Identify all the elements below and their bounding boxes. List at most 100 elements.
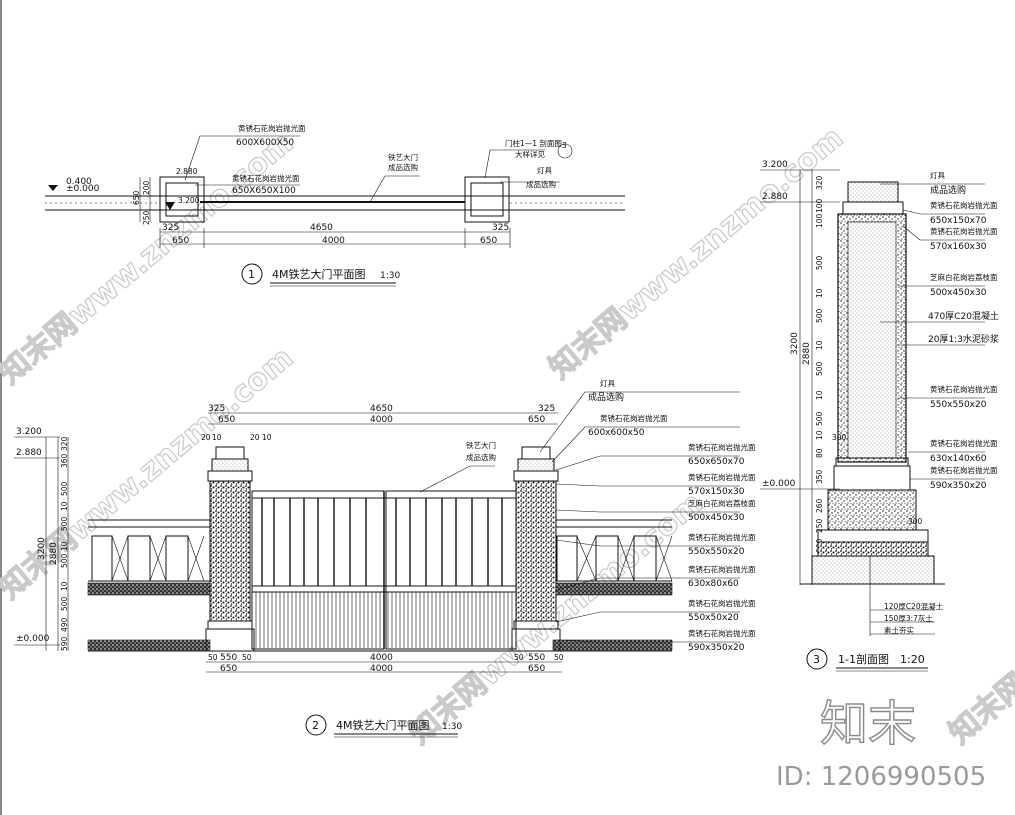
- elev-dim: 500: [60, 516, 69, 531]
- plan-dim: 650: [480, 236, 497, 246]
- plan-level: 2.880: [176, 167, 198, 176]
- plan-dim: 250: [142, 210, 151, 225]
- elev-callout: 芝麻白花岗岩荔枝面: [688, 498, 756, 508]
- elev-dim: 325: [538, 404, 555, 414]
- section-title-scale: 1:20: [900, 653, 925, 666]
- elev-level: 3.200: [16, 427, 42, 437]
- section-dim: 500: [815, 361, 824, 376]
- plan-callout: 大样详见: [515, 149, 545, 159]
- elev-callout: 成品选购: [588, 391, 624, 403]
- section-title: 1-1剖面图: [838, 652, 889, 666]
- elev-callout: 590x350x20: [688, 643, 745, 653]
- section-dim: 320: [815, 175, 824, 190]
- section-dim: 300: [832, 433, 847, 442]
- elev-leader: [555, 539, 740, 547]
- section-leader: [902, 225, 985, 241]
- section-dim: 10: [815, 390, 824, 400]
- elev-dim: 50: [208, 653, 218, 662]
- section-marker: 3: [562, 141, 567, 150]
- elev-callout: 600x600x50: [588, 428, 645, 438]
- section-level: ±0.000: [762, 479, 796, 489]
- elev-dim: 650: [220, 664, 237, 674]
- elev-dim: 50: [242, 653, 252, 662]
- watermark-text: 知末网www.znzmo.com: [943, 485, 1015, 751]
- elev-dim: 10: [60, 581, 69, 591]
- plan-callout: 650X650X100: [232, 186, 296, 196]
- elev-dim: 4000: [370, 653, 393, 663]
- section-callout: 成品选购: [930, 184, 966, 196]
- elev-callout: 黄锈石花岗岩抛光面: [688, 532, 756, 542]
- plan-callout: 灯具: [537, 165, 552, 175]
- elev-leader: [555, 611, 740, 623]
- plan-callout: 600X600X50: [236, 138, 294, 148]
- section-callout: 630x140x60: [930, 454, 987, 464]
- elev-title-scale: 1:30: [442, 722, 462, 732]
- plan-callout: 成品选购: [526, 179, 556, 189]
- section-callout: 黄锈石花岗岩抛光面: [930, 200, 998, 210]
- elev-dim: 500: [60, 596, 69, 611]
- plan-callout: 黄锈石花岗岩抛光面: [232, 173, 300, 183]
- elev-dim: 500: [60, 481, 69, 496]
- elev-leader: [555, 639, 740, 643]
- elev-leader: [551, 426, 740, 463]
- plan-callout: 铁艺大门: [388, 152, 418, 162]
- elev-callout: 630x80x60: [688, 579, 739, 589]
- elev-dim: 550: [528, 653, 545, 663]
- elev-callout: 黄锈石花岗岩抛光面: [688, 442, 756, 452]
- elev-callout: 550x550x20: [688, 547, 745, 557]
- section-dim: 100: [815, 213, 824, 228]
- plan-title-scale: 1:30: [380, 271, 400, 281]
- elev-callout: 黄锈石花岗岩抛光面: [688, 564, 756, 574]
- elev-callout: 500x450x30: [688, 513, 745, 523]
- elev-callout: 550x50x20: [688, 613, 739, 623]
- plan-view: 0.400 ±0.000 2.880 3.200 黄锈石花岗岩抛光面 600X6…: [45, 123, 625, 287]
- elev-callout: 灯具: [600, 378, 615, 388]
- section-dim: 260: [815, 498, 824, 513]
- elev-dim: 650: [528, 415, 545, 425]
- elev-level: ±0.000: [16, 634, 50, 644]
- section-callout: 500x450x30: [930, 288, 987, 298]
- elev-dim: 650: [218, 415, 235, 425]
- plan-dim: 200: [142, 180, 151, 195]
- section-callout: 590x350x20: [930, 481, 987, 491]
- section-dim: 300: [908, 517, 923, 526]
- elev-dim: 10: [60, 541, 69, 551]
- section-callout: 灯具: [930, 170, 945, 180]
- elev-title: 4M铁艺大门平面图: [336, 718, 430, 732]
- elev-callout: 黄锈石花岗岩抛光面: [688, 472, 756, 482]
- section-title-number: 3: [813, 653, 820, 666]
- section-dim: 10: [815, 340, 824, 350]
- elev-leader: [555, 455, 740, 471]
- elev-level: 2.880: [16, 448, 42, 458]
- section-note: 120厚C20混凝土: [884, 601, 944, 611]
- plan-callout: 成品选购: [388, 162, 418, 172]
- section-dim: 10: [815, 288, 824, 298]
- brand-logo: 知末: [820, 696, 916, 752]
- plan-dim: 4650: [310, 223, 333, 233]
- elev-dim: 50: [554, 653, 564, 662]
- section-view: 3.200 2.880 ±0.000 3200 2880 32010010050…: [760, 160, 999, 672]
- section-dim: 100: [815, 198, 824, 213]
- section-dim: 80: [815, 448, 824, 458]
- elev-dim: 2880: [49, 542, 59, 565]
- elev-leader: [555, 483, 740, 487]
- elev-dim: 10: [262, 433, 272, 442]
- section-callout: 650x150x70: [930, 216, 987, 226]
- elev-dim: 500: [60, 553, 69, 568]
- elev-callout: 黄锈石花岗岩抛光面: [688, 598, 756, 608]
- section-note: 素土夯实: [884, 625, 914, 635]
- elev-leader: [539, 391, 740, 453]
- elev-dim: 650: [528, 664, 545, 674]
- image-id: ID: 1206990505: [776, 762, 986, 792]
- plan-level: 0.400: [66, 177, 92, 187]
- plan-title: 4M铁艺大门平面图: [272, 267, 366, 281]
- elev-dim: 3200: [37, 537, 47, 560]
- elev-dim: 320: [60, 436, 69, 451]
- plan-dim: 325: [162, 223, 179, 233]
- plan-callout: 黄锈石花岗岩抛光面: [238, 123, 306, 133]
- plan-callout: 门柱1—1 剖面图: [505, 138, 562, 148]
- section-callout: 黄锈石花岗岩抛光面: [930, 438, 998, 448]
- plan-dim: 650: [132, 190, 141, 205]
- elev-leader: [555, 509, 740, 513]
- section-callout: 20厚1:3水泥砂浆: [928, 333, 999, 345]
